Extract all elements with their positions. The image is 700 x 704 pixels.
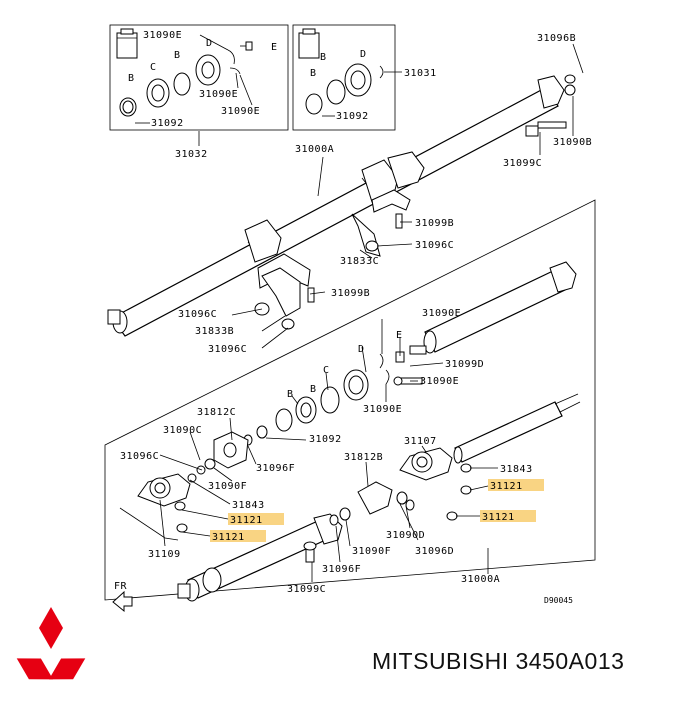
label-mid-e-label: 31090E (422, 308, 461, 319)
mitsubishi-three-diamonds-icon (16, 607, 86, 680)
lower-assembly-frame (104, 199, 596, 601)
label-lower-bearing: 31812C (197, 407, 236, 418)
label-right-spacer: 31843 (500, 464, 533, 475)
highlight-3 (488, 479, 544, 491)
label-mid-e-label2: 31090E (420, 376, 459, 387)
label-left-nut: 31096C (178, 309, 217, 320)
label-inset2-right: 31031 (404, 68, 437, 79)
label-inset1-e: E (271, 42, 278, 53)
label-mid-b: B (287, 389, 294, 400)
label-left-nut2: 31096C (208, 344, 247, 355)
label-inset2-b-left: B (310, 68, 317, 79)
center-support-31109 (119, 473, 191, 541)
label-inset1-bottom: 31092 (151, 118, 184, 129)
label-inset2-d: D (360, 49, 367, 60)
inset-box-right (292, 24, 396, 131)
main-propeller-shaft (107, 74, 576, 337)
upper-stub-shaft (393, 261, 577, 386)
inset-box-left (109, 24, 289, 131)
label-hl-1: 31121 (230, 515, 263, 526)
label-inset1-bot-e: 31090E (221, 106, 260, 117)
label-right-f2: 31096F (322, 564, 361, 575)
label-inset2-b-top: B (320, 52, 327, 63)
highlight-4 (480, 510, 536, 522)
label-mid-d-label: 31099D (445, 359, 484, 370)
label-lower-f: 31096F (256, 463, 295, 474)
label-mid-c: C (323, 365, 330, 376)
label-inset2-bottom: 31092 (336, 111, 369, 122)
label-main-shaft: 31000A (295, 144, 334, 155)
label-hl-4: 31121 (482, 512, 515, 523)
inset1-parts (116, 28, 253, 146)
label-right-d2: 31096D (415, 546, 454, 557)
label-right-f: 31090F (352, 546, 391, 557)
label-top-right-nut: 31096B (537, 33, 576, 44)
lower-leaders (159, 319, 498, 582)
label-inset1-c: C (150, 62, 157, 73)
part-number: 3450A013 (515, 648, 625, 674)
label-inset1-top-e: 31090E (143, 30, 182, 41)
label-lower-support: 31109 (148, 549, 181, 560)
label-mid-bolt: 31099B (415, 218, 454, 229)
label-inset1-mid-e: 31090E (199, 89, 238, 100)
main-shaft-leaders (231, 43, 584, 349)
front-direction-arrow (112, 590, 133, 613)
label-hl-3: 31121 (490, 481, 523, 492)
label-bottom-shaft: 31000A (461, 574, 500, 585)
label-mid-d: D (358, 344, 365, 355)
label-mid-nut: 31096C (415, 240, 454, 251)
label-inset1-d: D (206, 38, 213, 49)
highlight-1 (228, 513, 284, 525)
label-lower-spacer: 31843 (232, 500, 265, 511)
label-lower-f2: 31090F (208, 481, 247, 492)
label-bottom-c: 31099C (287, 584, 326, 595)
label-left-bolt: 31099B (331, 288, 370, 299)
label-inset1-b-left: B (128, 73, 135, 84)
brand-name: MITSUBISHI (372, 648, 509, 674)
center-support-31107 (399, 447, 472, 521)
label-mid-b-top: B (310, 384, 317, 395)
highlight-2 (210, 530, 266, 542)
label-mid-e-label3: 31090E (363, 404, 402, 415)
label-inset1-caption: 31032 (175, 149, 208, 160)
label-fr-direction: FR (114, 581, 128, 592)
label-mid-bracket: 31833C (340, 256, 379, 267)
label-top-right-bolt: 31090B (553, 137, 592, 148)
label-hl-2: 31121 (212, 532, 245, 543)
right-stub-shaft (453, 393, 581, 464)
label-right-support: 31107 (404, 436, 437, 447)
label-lower-washer: 31092 (309, 434, 342, 445)
brand-part-text: MITSUBISHI 3450A013 (372, 648, 624, 675)
label-inset1-b-top: B (174, 50, 181, 61)
center-bearing-parts (187, 353, 390, 483)
label-diagram-code: D90045 (544, 596, 573, 605)
label-top-right-washer: 31099C (503, 158, 542, 169)
label-lower-c: 31090C (163, 425, 202, 436)
inset2-parts (298, 28, 402, 117)
bottom-propeller-shaft (177, 481, 415, 602)
label-left-bracket: 31833B (195, 326, 234, 337)
label-right-d: 31090D (386, 530, 425, 541)
label-mid-e: E (396, 330, 403, 341)
label-right-bearing: 31812B (344, 452, 383, 463)
label-lower-nut-left: 31096C (120, 451, 159, 462)
